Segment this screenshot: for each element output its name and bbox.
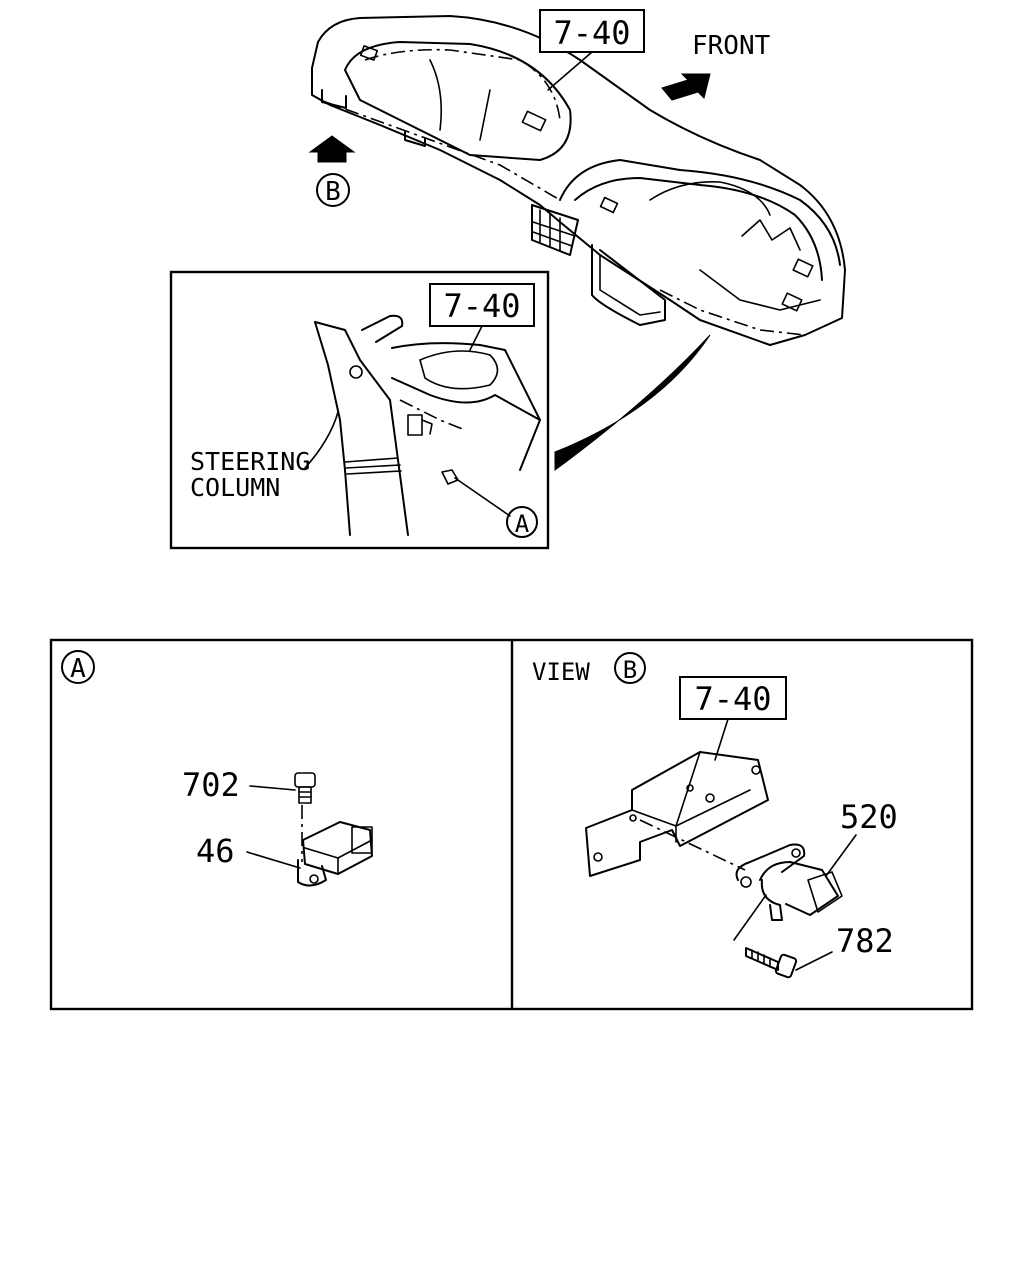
front-arrow-icon	[661, 73, 711, 101]
screw-782	[745, 947, 798, 979]
panel-b-marker: B	[623, 656, 637, 684]
steering-label-line1: STEERING	[190, 447, 310, 476]
view-text: VIEW	[532, 658, 590, 686]
panel-b-circle-icon	[614, 652, 646, 684]
view-b-indicator: B	[308, 135, 356, 207]
dashboard-outline	[311, 15, 846, 346]
inset-frame	[169, 270, 550, 550]
inset-detail: A 7-40 STEERING COLUMN	[169, 270, 550, 550]
panel-b-ref-label: 7-40	[694, 680, 771, 718]
bolt-702	[294, 772, 316, 804]
detail-pointer	[554, 334, 711, 471]
panel-a-marker: A	[70, 654, 86, 684]
inset-ref-label: 7-40	[443, 287, 520, 325]
steering-label-line2: COLUMN	[190, 473, 280, 502]
view-b-arrow-icon	[308, 135, 356, 163]
panel-a: A 702 46	[61, 650, 373, 887]
front-label: FRONT	[692, 31, 771, 61]
part-782-label: 782	[836, 922, 894, 960]
part-520-label: 520	[840, 798, 898, 836]
part-702-label: 702	[182, 766, 240, 804]
front-indicator: FRONT	[661, 31, 771, 101]
sensor-520	[735, 843, 843, 921]
inset-a-circle-icon	[506, 506, 538, 538]
top-ref-box: 7-40	[539, 9, 645, 91]
panel-a-circle-icon	[61, 650, 95, 684]
part-46-label: 46	[196, 832, 235, 870]
panel-b: VIEW B 7-40 520	[532, 652, 898, 979]
dashboard-assembly	[311, 15, 846, 346]
top-ref-label: 7-40	[553, 14, 630, 52]
sensor-46	[297, 821, 373, 887]
view-b-circle-icon	[316, 173, 350, 207]
view-b-marker: B	[325, 177, 341, 207]
mounting-bracket	[585, 751, 769, 877]
inset-a-marker: A	[515, 510, 530, 538]
